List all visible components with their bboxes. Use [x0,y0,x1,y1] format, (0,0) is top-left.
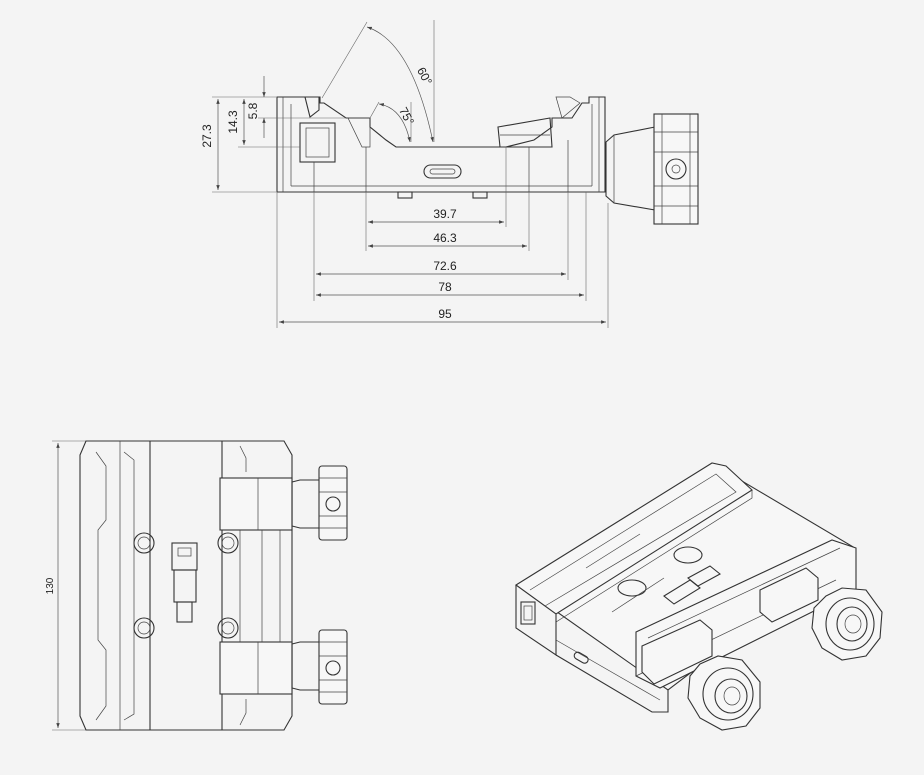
dim-width-78: 78 [438,280,452,294]
dim-height-14-3: 14.3 [226,110,240,134]
dim-width-72-6: 72.6 [433,259,457,273]
top-right-clamp [219,440,293,731]
top-base-plate [133,440,239,731]
iso-usb-connector [663,565,721,605]
top-knob-upper [291,465,348,541]
isometric-view [515,462,883,731]
horizontal-dimensions: 39.7 46.3 72.6 78 95 [276,147,609,328]
dim-height-5-8: 5.8 [246,102,260,119]
vertical-dimensions: 27.3 14.3 5.8 [200,76,346,193]
iso-plate-holes [585,533,703,613]
dim-width-39-7: 39.7 [433,207,457,221]
iso-plate-front [555,654,669,713]
dim-width-95: 95 [438,307,452,321]
dim-width-46-3: 46.3 [433,231,457,245]
dim-height-27-3: 27.3 [200,124,214,148]
iso-right-clamp [635,539,857,689]
front-view: 27.3 14.3 5.8 60° 75° [200,20,699,328]
iso-left-rail [515,462,753,657]
iso-knob-front [687,655,761,731]
dim-angle-60: 60° [414,65,435,88]
iso-knob-back [811,587,883,661]
top-view: 130 [45,440,348,731]
top-left-rail [79,440,151,731]
dim-angle-75: 75° [396,105,417,128]
dim-length-130: 130 [45,577,56,594]
front-body [276,96,606,199]
angle-dimensions: 60° 75° [321,20,435,143]
top-length-dimension: 130 [45,440,86,731]
side-knob [605,113,699,225]
top-knob-lower [291,629,348,705]
usb-c-port [423,164,462,179]
iso-usb-port [573,651,589,664]
